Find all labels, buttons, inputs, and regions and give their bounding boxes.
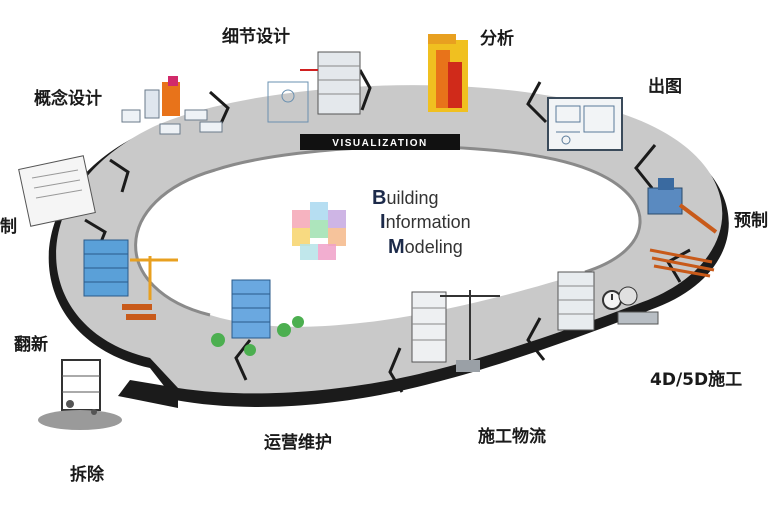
analysis-illustration (428, 34, 468, 112)
stage-label-construction-logistics: 施工物流 (478, 427, 546, 447)
prefabrication-illustration (647, 178, 718, 278)
bim-title-line-2: Information (380, 211, 471, 233)
visualization-label: VISUALIZATION (332, 138, 427, 149)
construction-logistics-illustration (411, 290, 500, 372)
stage-label-renovation: 翻新 (14, 335, 48, 355)
stage-label-drawing-output: 出图 (648, 77, 682, 97)
drawing-output-illustration (547, 97, 623, 151)
bim-title-line-1: Building (372, 187, 439, 209)
concept-design-illustration (121, 76, 223, 135)
stage-label-detail-design: 细节设计 (222, 27, 290, 47)
stage-label-construction-4d5d: 4D/5D施工 (650, 370, 743, 390)
demolition-illustration (38, 359, 122, 430)
bim-title: Building (372, 188, 439, 208)
checklist-clipboard-illustration (18, 155, 96, 227)
stage-label-analysis: 分析 (480, 29, 514, 49)
stage-label-operation-maintenance: 运营维护 (264, 433, 332, 453)
stage-label-prefabrication: 预制 (734, 211, 768, 231)
stage-label-demolition: 拆除 (70, 465, 104, 485)
operation-maintenance-illustration (211, 279, 304, 356)
visualization-band (300, 134, 460, 150)
stage-label-concept-design: 概念设计 (34, 89, 102, 109)
bim-title-line-3: Modeling (388, 236, 463, 258)
detail-design-illustration (267, 51, 361, 123)
construction-4d5d-illustration (557, 271, 659, 331)
stage-label-cut: 制 (0, 217, 17, 237)
crane-building-illustration (83, 239, 178, 320)
segment-dividers (84, 69, 691, 393)
bim-cube-logo (292, 202, 346, 260)
